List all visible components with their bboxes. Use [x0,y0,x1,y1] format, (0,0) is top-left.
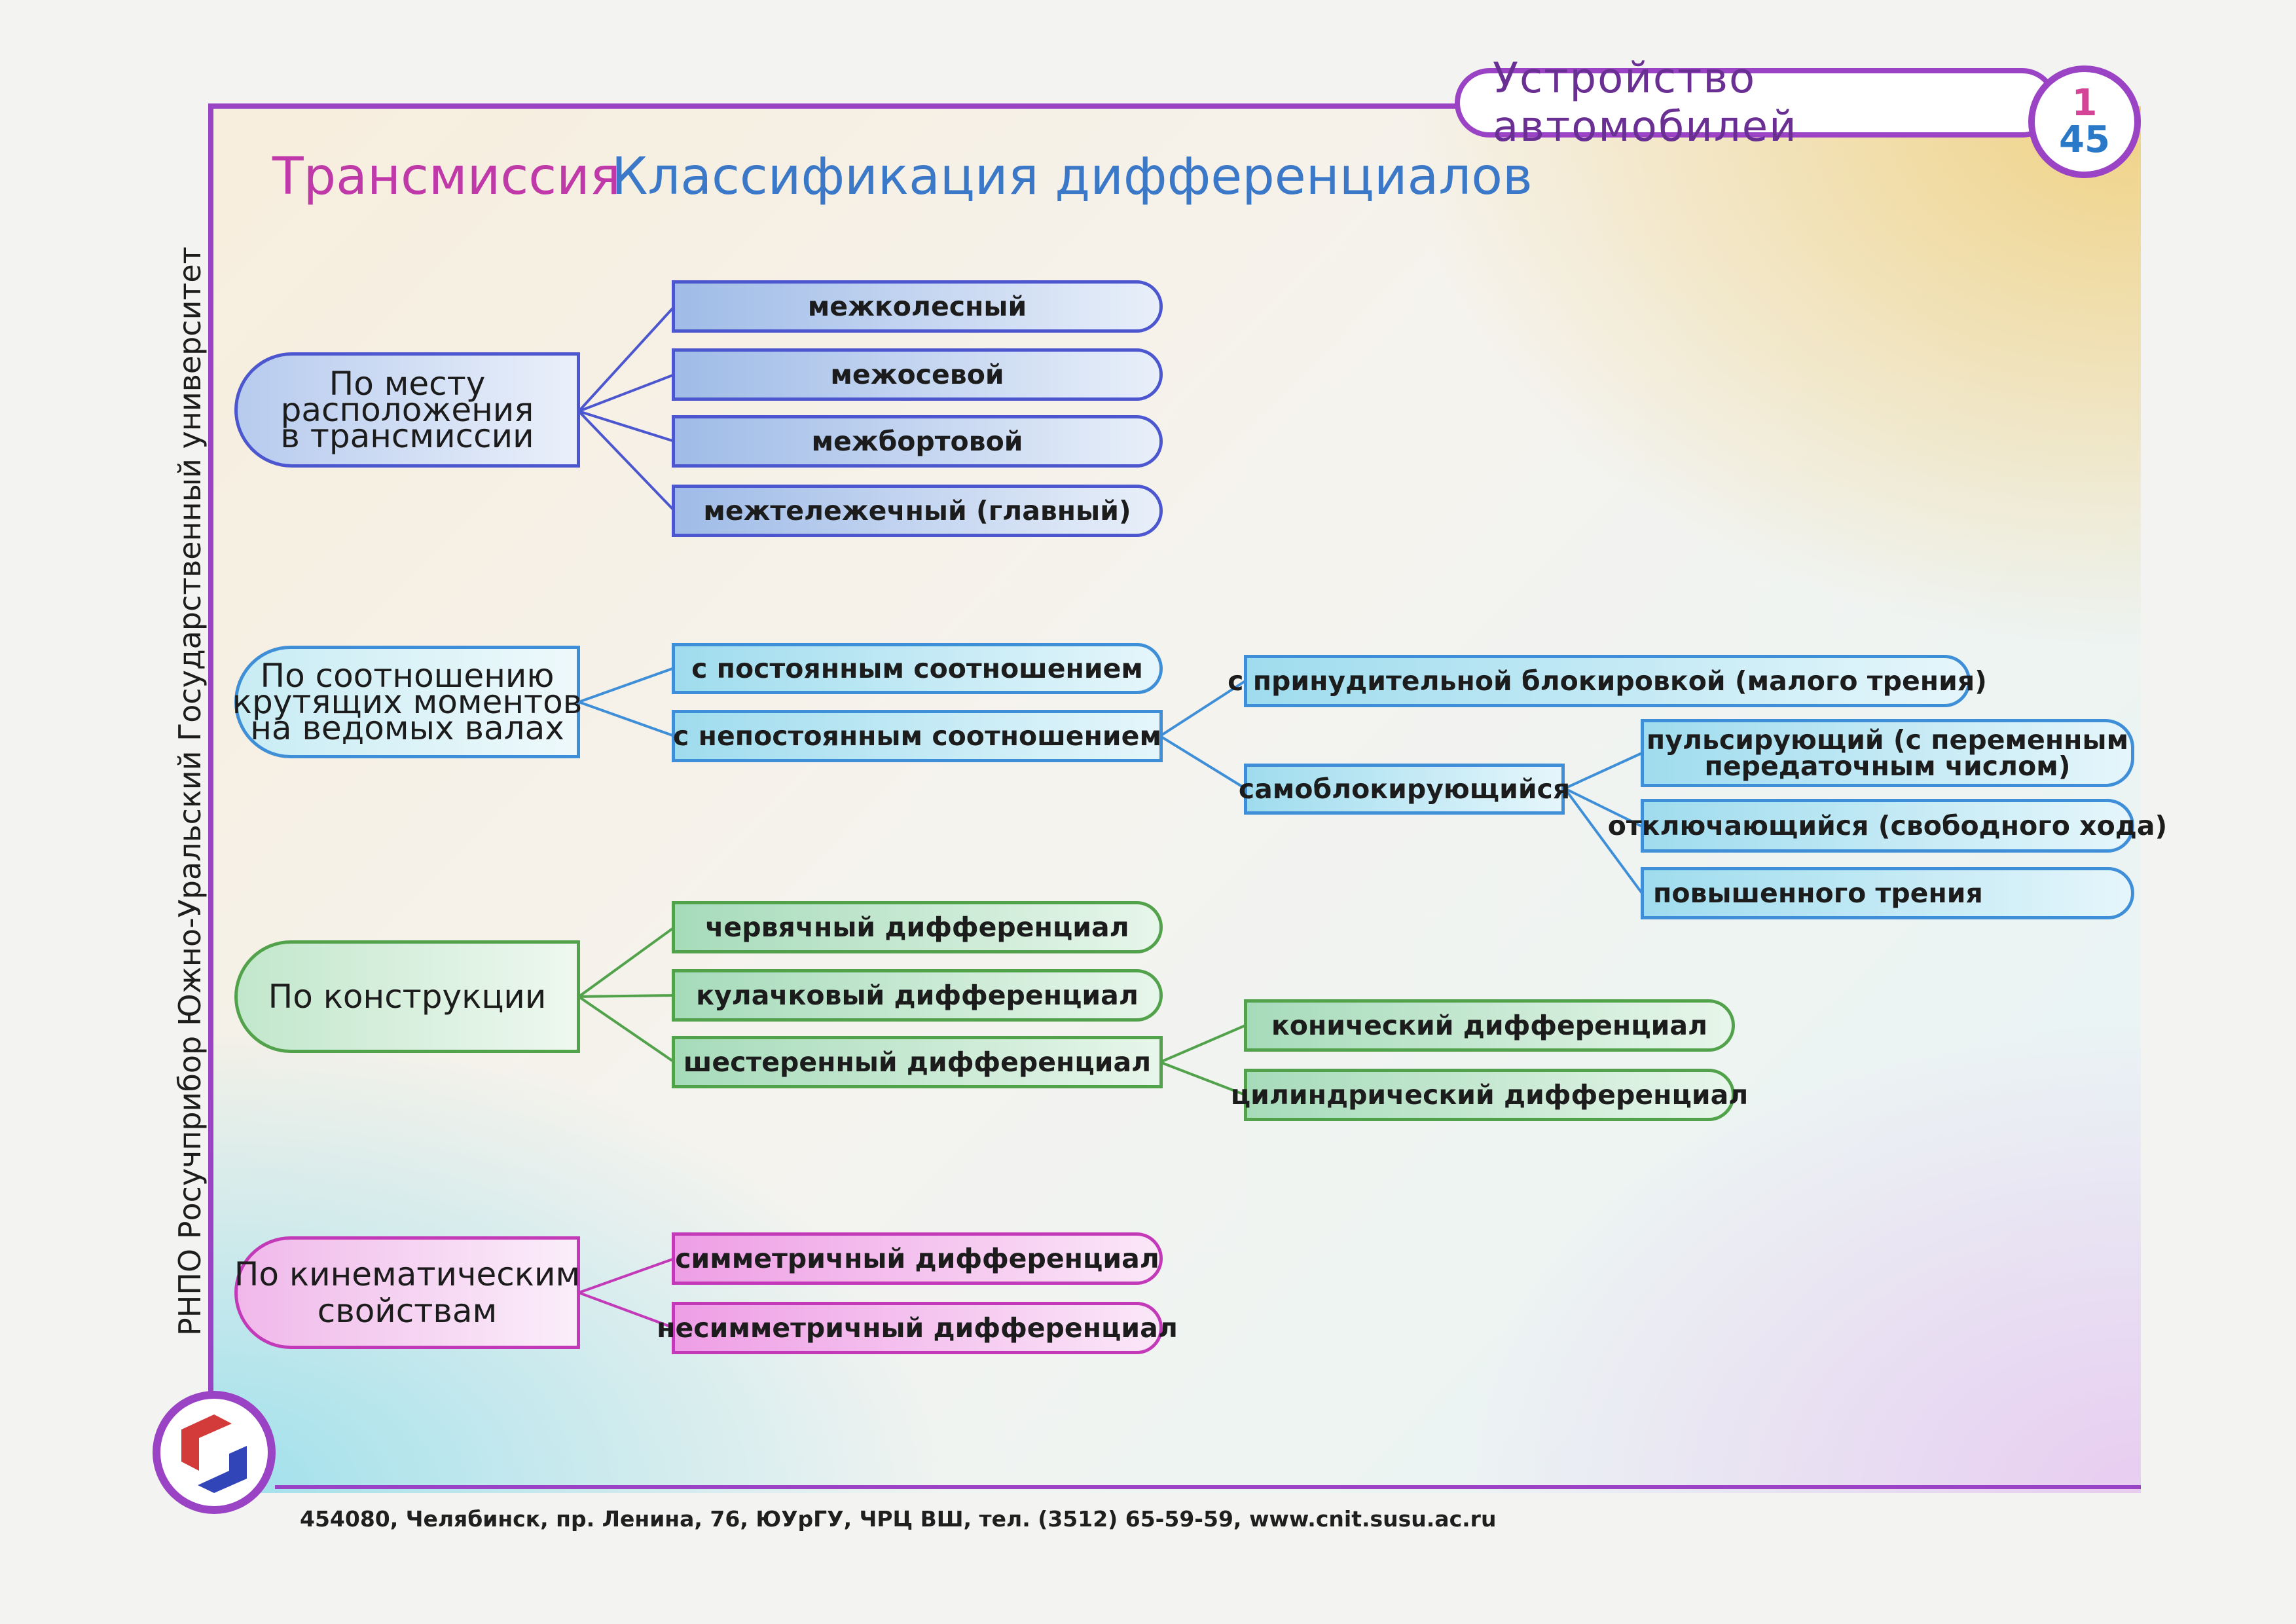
category-torque-line-1: По соотношению [260,657,555,695]
frame-bottom-line [275,1485,2141,1489]
item-symmetric: симметричный дифференциал [672,1232,1163,1285]
category-kinematic-line-1: По кинематическим [234,1255,581,1293]
item-pulsating: пульсирующий (с переменным передаточным … [1641,719,2134,787]
item-constant-ratio: с постоянным соотношением [672,643,1163,694]
item-inter-axle: межосевой [672,348,1163,401]
item-forced-locking: с принудительной блокировкой (малого тре… [1228,655,1987,707]
section-title: Трансмиссия [272,147,621,206]
category-kinematic: По кинематическим свойствам [234,1236,580,1349]
footer-contacts: 454080, Челябинск, пр. Ленина, 76, ЮУрГУ… [300,1506,1497,1532]
category-location-line-1: По месту [329,365,486,403]
page-numerator: 1 [2071,82,2098,124]
item-gear: шестеренный дифференциал [672,1036,1163,1088]
page-denominator: 45 [2059,119,2110,161]
item-asymmetric: несимметричный дифференциал [657,1302,1178,1354]
category-torque-line-3: на ведомых валах [250,709,564,747]
series-title: Устройство автомобилей [1455,54,2057,151]
item-inter-bogie: межтележечный (главный) [672,485,1163,537]
topic-title: Классификация дифференциалов [611,147,1533,206]
item-pulsating-line-1: пульсирующий (с переменным [1646,724,2129,756]
item-high-friction: повышенного трения [1641,867,2134,919]
category-design-label: По конструкции [268,978,547,1016]
page-number-badge: 1 45 [2028,65,2141,178]
item-self-locking: самоблокирующийся [1239,764,1570,815]
item-bevel: конический дифференциал [1244,999,1735,1052]
item-disconnecting: отключающийся (свободного хода) [1608,799,2167,853]
category-location-line-2: расположения [280,391,534,429]
item-inter-wheel: межколесный [672,280,1163,333]
frame-top-line [213,103,1457,109]
item-pulsating-line-2: передаточным числом) [1704,750,2071,782]
category-location-line-3: в трансмиссии [280,417,534,455]
series-title-text: Устройство автомобилей [1493,54,1798,151]
item-variable-ratio: с непостоянным соотношением [672,710,1163,762]
frame-left-line [208,103,213,1433]
category-location: По месту расположения в трансмиссии [234,352,580,468]
category-torque-ratio: По соотношению крутящих моментов на ведо… [232,646,583,758]
item-worm: червячный дифференциал [672,901,1163,953]
category-design: По конструкции [234,940,580,1053]
category-torque-line-2: крутящих моментов [232,683,583,721]
item-cylindrical: цилиндрический дифференциал [1231,1069,1748,1121]
publisher-logo-icon [153,1391,276,1514]
item-inter-side: межбортовой [672,415,1163,468]
category-kinematic-line-2: свойствам [317,1292,498,1330]
item-cam: кулачковый дифференциал [672,969,1163,1022]
